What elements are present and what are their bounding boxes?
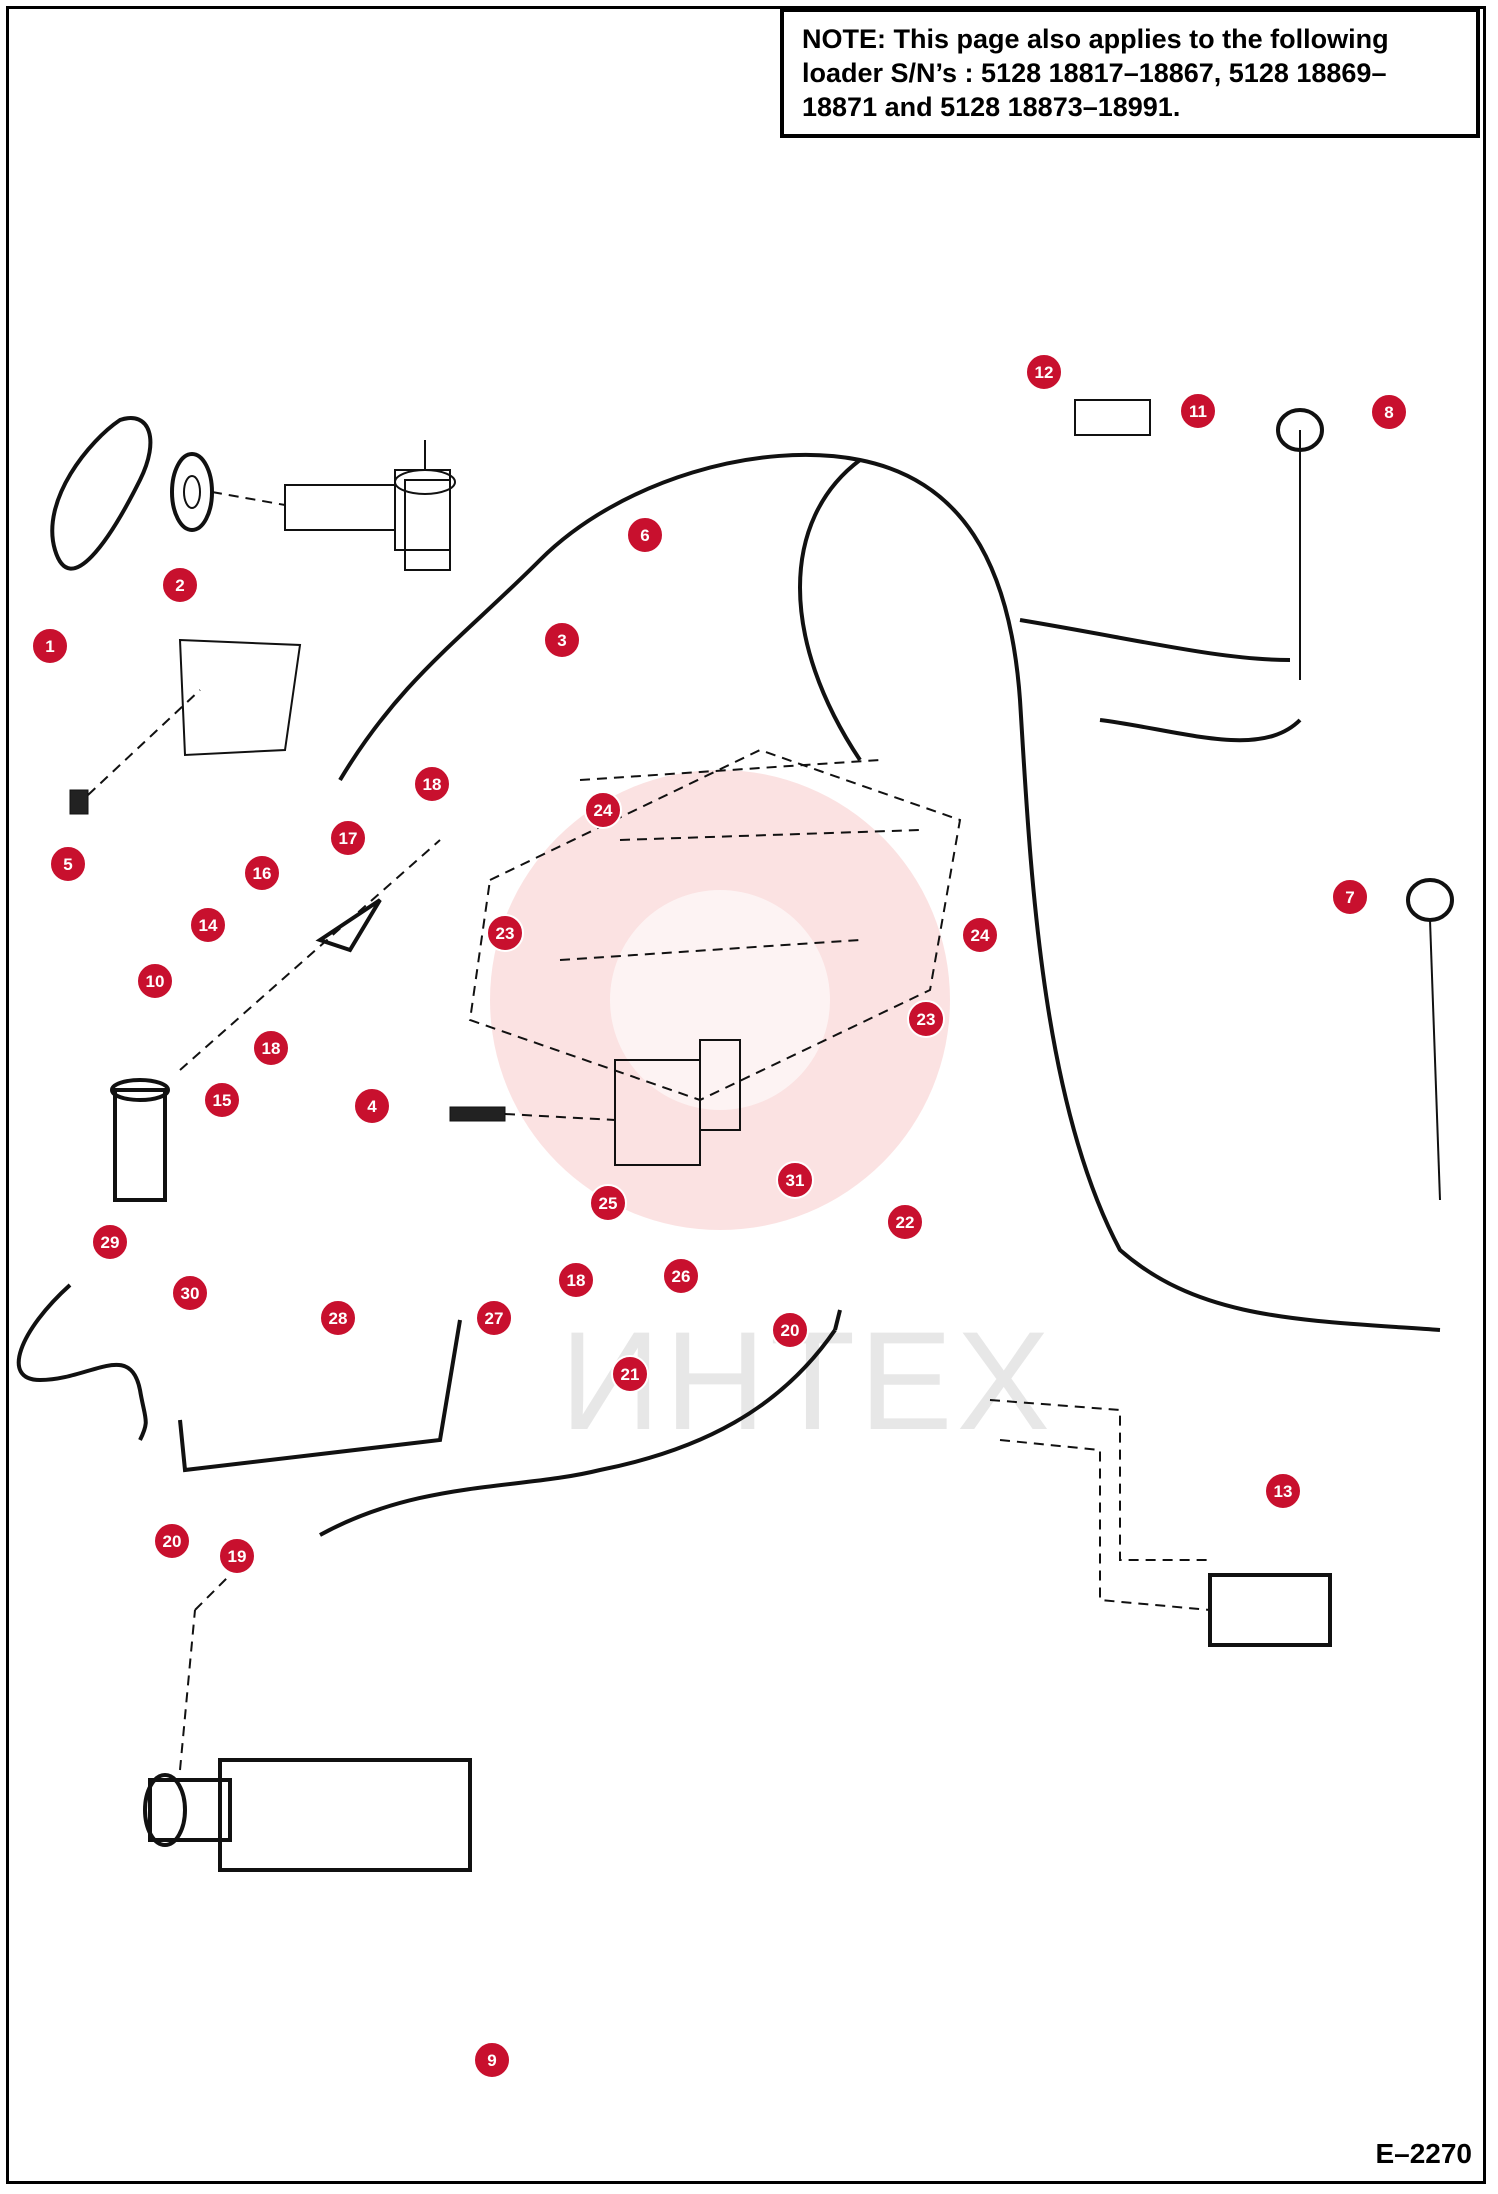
callout-number: 3: [557, 631, 566, 650]
callout-number: 20: [781, 1321, 800, 1340]
callout-10: 10: [136, 962, 174, 1000]
callout-number: 10: [146, 972, 165, 991]
callout-13: 13: [1264, 1472, 1302, 1510]
callout-number: 28: [329, 1309, 348, 1328]
callout-23: 23: [907, 1000, 945, 1038]
hose-29: [16, 1283, 148, 1441]
callout-number: 14: [199, 916, 218, 935]
callout-25: 25: [589, 1184, 627, 1222]
pump-drive: [284, 440, 456, 571]
callout-17: 17: [329, 819, 367, 857]
callout-number: 20: [163, 1532, 182, 1551]
callout-number: 18: [262, 1039, 281, 1058]
callout-number: 23: [917, 1010, 936, 1029]
cap: [69, 789, 89, 815]
callout-number: 4: [367, 1097, 377, 1116]
callout-number: 25: [599, 1194, 618, 1213]
callout-30: 30: [171, 1274, 209, 1312]
callout-24: 24: [584, 791, 622, 829]
note-label: NOTE:: [802, 24, 886, 54]
page-code: E–2270: [1375, 2138, 1472, 2169]
callout-8: 8: [1370, 393, 1408, 431]
page-frame: [6, 6, 1486, 2184]
decal: [178, 638, 302, 757]
callout-22: 22: [886, 1203, 924, 1241]
hose-21: [319, 1328, 837, 1537]
callout-number: 9: [487, 2051, 496, 2070]
callout-number: 27: [485, 1309, 504, 1328]
callout-27: 27: [475, 1299, 513, 1337]
callout-18: 18: [413, 765, 451, 803]
callout-24: 24: [961, 916, 999, 954]
callout-number: 1: [45, 637, 54, 656]
callout-2: 2: [161, 566, 199, 604]
callout-number: 12: [1035, 363, 1054, 382]
callout-14: 14: [189, 906, 227, 944]
callout-5: 5: [49, 845, 87, 883]
callout-number: 30: [181, 1284, 200, 1303]
callout-1: 1: [31, 627, 69, 665]
hydraulic-pump: [143, 1758, 472, 1872]
belt: [50, 416, 153, 571]
callout-number: 6: [640, 526, 649, 545]
callout-number: 21: [621, 1365, 640, 1384]
callout-11: 11: [1179, 392, 1217, 430]
callout-21: 21: [611, 1355, 649, 1393]
filter: [110, 1078, 170, 1202]
callout-26: 26: [662, 1257, 700, 1295]
callout-number: 13: [1274, 1482, 1293, 1501]
gear-watermark-icon: [490, 770, 950, 1230]
pulley: [170, 452, 214, 532]
callout-15: 15: [203, 1081, 241, 1119]
valve-block: [614, 1039, 741, 1166]
callout-31: 31: [776, 1161, 814, 1199]
callout-number: 15: [213, 1091, 232, 1110]
callout-20: 20: [153, 1522, 191, 1560]
callout-6: 6: [626, 516, 664, 554]
switch-8: [1276, 408, 1324, 452]
callout-number: 18: [423, 775, 442, 794]
callout-number: 23: [496, 924, 515, 943]
callout-number: 31: [786, 1171, 805, 1190]
callout-number: 8: [1384, 403, 1393, 422]
callout-9: 9: [473, 2041, 511, 2079]
bolt: [449, 1106, 506, 1122]
note-text: This page also applies to the following …: [802, 24, 1389, 122]
control-valve: [1208, 1573, 1332, 1647]
callout-3: 3: [543, 621, 581, 659]
callout-4: 4: [353, 1087, 391, 1125]
main-harness: [338, 452, 1441, 1332]
callout-20: 20: [771, 1311, 809, 1349]
applicability-note: NOTE: This page also applies to the foll…: [780, 8, 1480, 138]
callout-12: 12: [1025, 353, 1063, 391]
relay-bracket: [1074, 399, 1151, 436]
callout-number: 17: [339, 829, 358, 848]
callout-28: 28: [319, 1299, 357, 1337]
callout-16: 16: [243, 854, 281, 892]
callout-29: 29: [91, 1223, 129, 1261]
callout-number: 22: [896, 1213, 915, 1232]
tube-28: [178, 1319, 462, 1473]
callout-18: 18: [252, 1029, 290, 1067]
callout-number: 2: [175, 576, 184, 595]
callout-number: 16: [253, 864, 272, 883]
callout-number: 5: [63, 855, 72, 874]
callout-number: 7: [1345, 888, 1354, 907]
callout-7: 7: [1331, 878, 1369, 916]
callout-number: 26: [672, 1267, 691, 1286]
callout-23: 23: [486, 914, 524, 952]
callout-number: 29: [101, 1233, 120, 1252]
callout-number: 11: [1189, 402, 1207, 421]
callout-19: 19: [218, 1537, 256, 1575]
callout-number: 24: [594, 801, 613, 820]
switch-7: [1406, 878, 1454, 922]
callout-number: 19: [228, 1547, 247, 1566]
callout-number: 24: [971, 926, 990, 945]
callout-number: 18: [567, 1271, 586, 1290]
callout-18: 18: [557, 1261, 595, 1299]
